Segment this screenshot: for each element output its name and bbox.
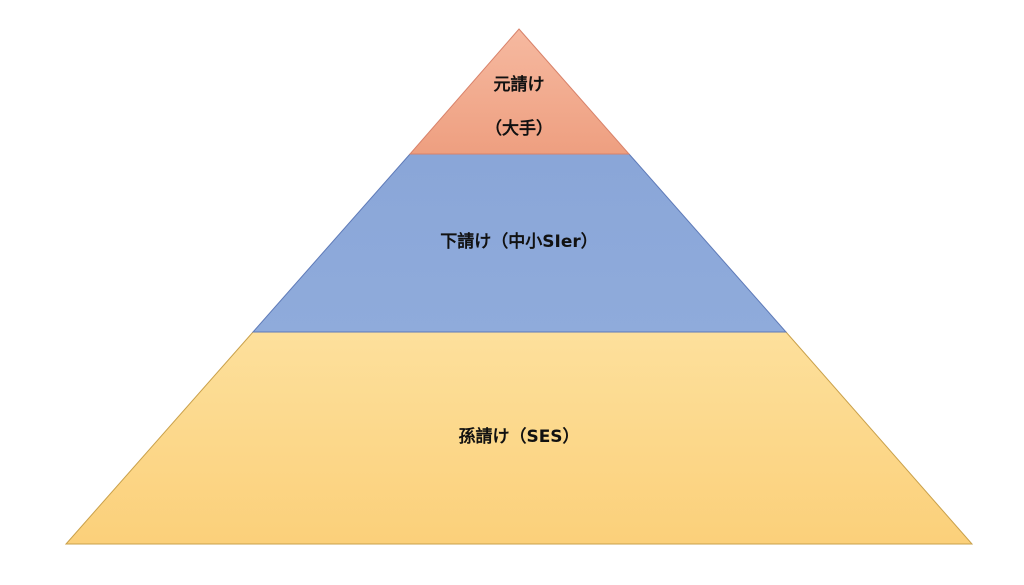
tier-bottom-label: 孫請け（SES） [458,429,579,446]
tier-top-label: 元請け （大手） [485,77,553,138]
tier-middle-label: 下請け（中小SIer） [440,234,597,251]
tier-top-label-line-1: 元請け [493,75,545,95]
tier-top-label-line-2: （大手） [485,119,553,139]
tier-bottom-label-line-1: 孫請け（SES） [458,427,580,447]
tier-top-shape [408,28,631,155]
tier-middle-label-line-1: 下請け（中小SIer） [440,232,598,252]
